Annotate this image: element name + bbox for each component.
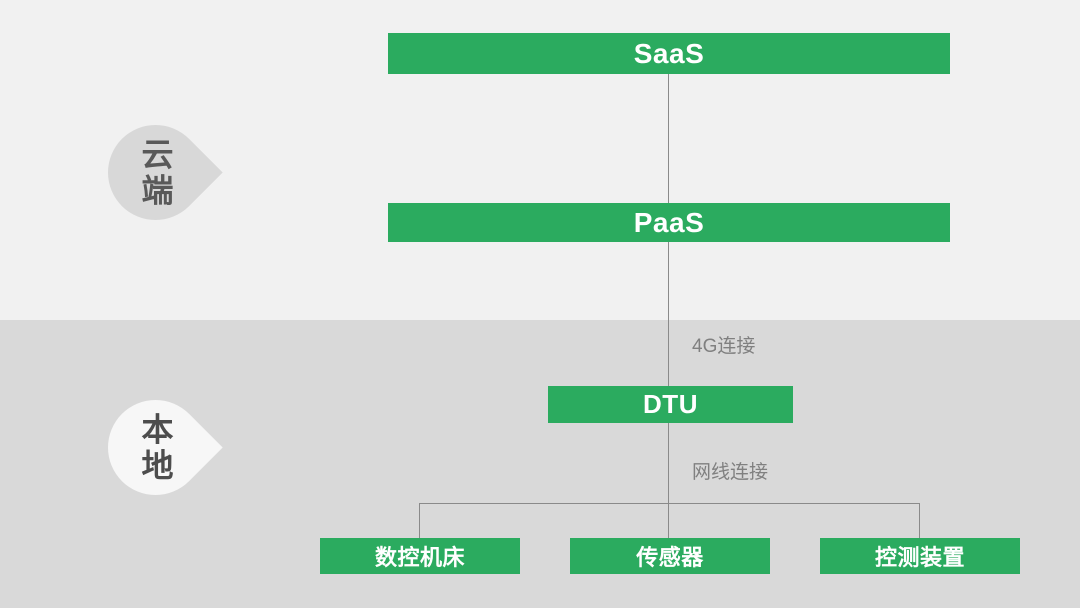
connector-drop-device3 bbox=[919, 503, 920, 538]
dtu-node: DTU bbox=[548, 386, 793, 423]
local-zone-label: 本地 bbox=[137, 411, 174, 484]
cnc-machine-node: 数控机床 bbox=[320, 538, 520, 574]
monitoring-device-node: 控测装置 bbox=[820, 538, 1020, 574]
connector-bus-horizontal bbox=[419, 503, 920, 504]
connector-saas-paas bbox=[668, 74, 669, 203]
paas-node: PaaS bbox=[388, 203, 950, 242]
saas-node: SaaS bbox=[388, 33, 950, 74]
4g-connection-label: 4G连接 bbox=[692, 336, 756, 357]
cloud-zone-label: 云端 bbox=[137, 136, 174, 209]
connector-drop-device1 bbox=[419, 503, 420, 538]
sensor-node: 传感器 bbox=[570, 538, 770, 574]
connector-drop-device2 bbox=[668, 503, 669, 538]
connector-dtu-bus bbox=[668, 423, 669, 503]
network-cable-connection-label: 网线连接 bbox=[692, 462, 769, 483]
connector-paas-dtu bbox=[668, 242, 669, 386]
